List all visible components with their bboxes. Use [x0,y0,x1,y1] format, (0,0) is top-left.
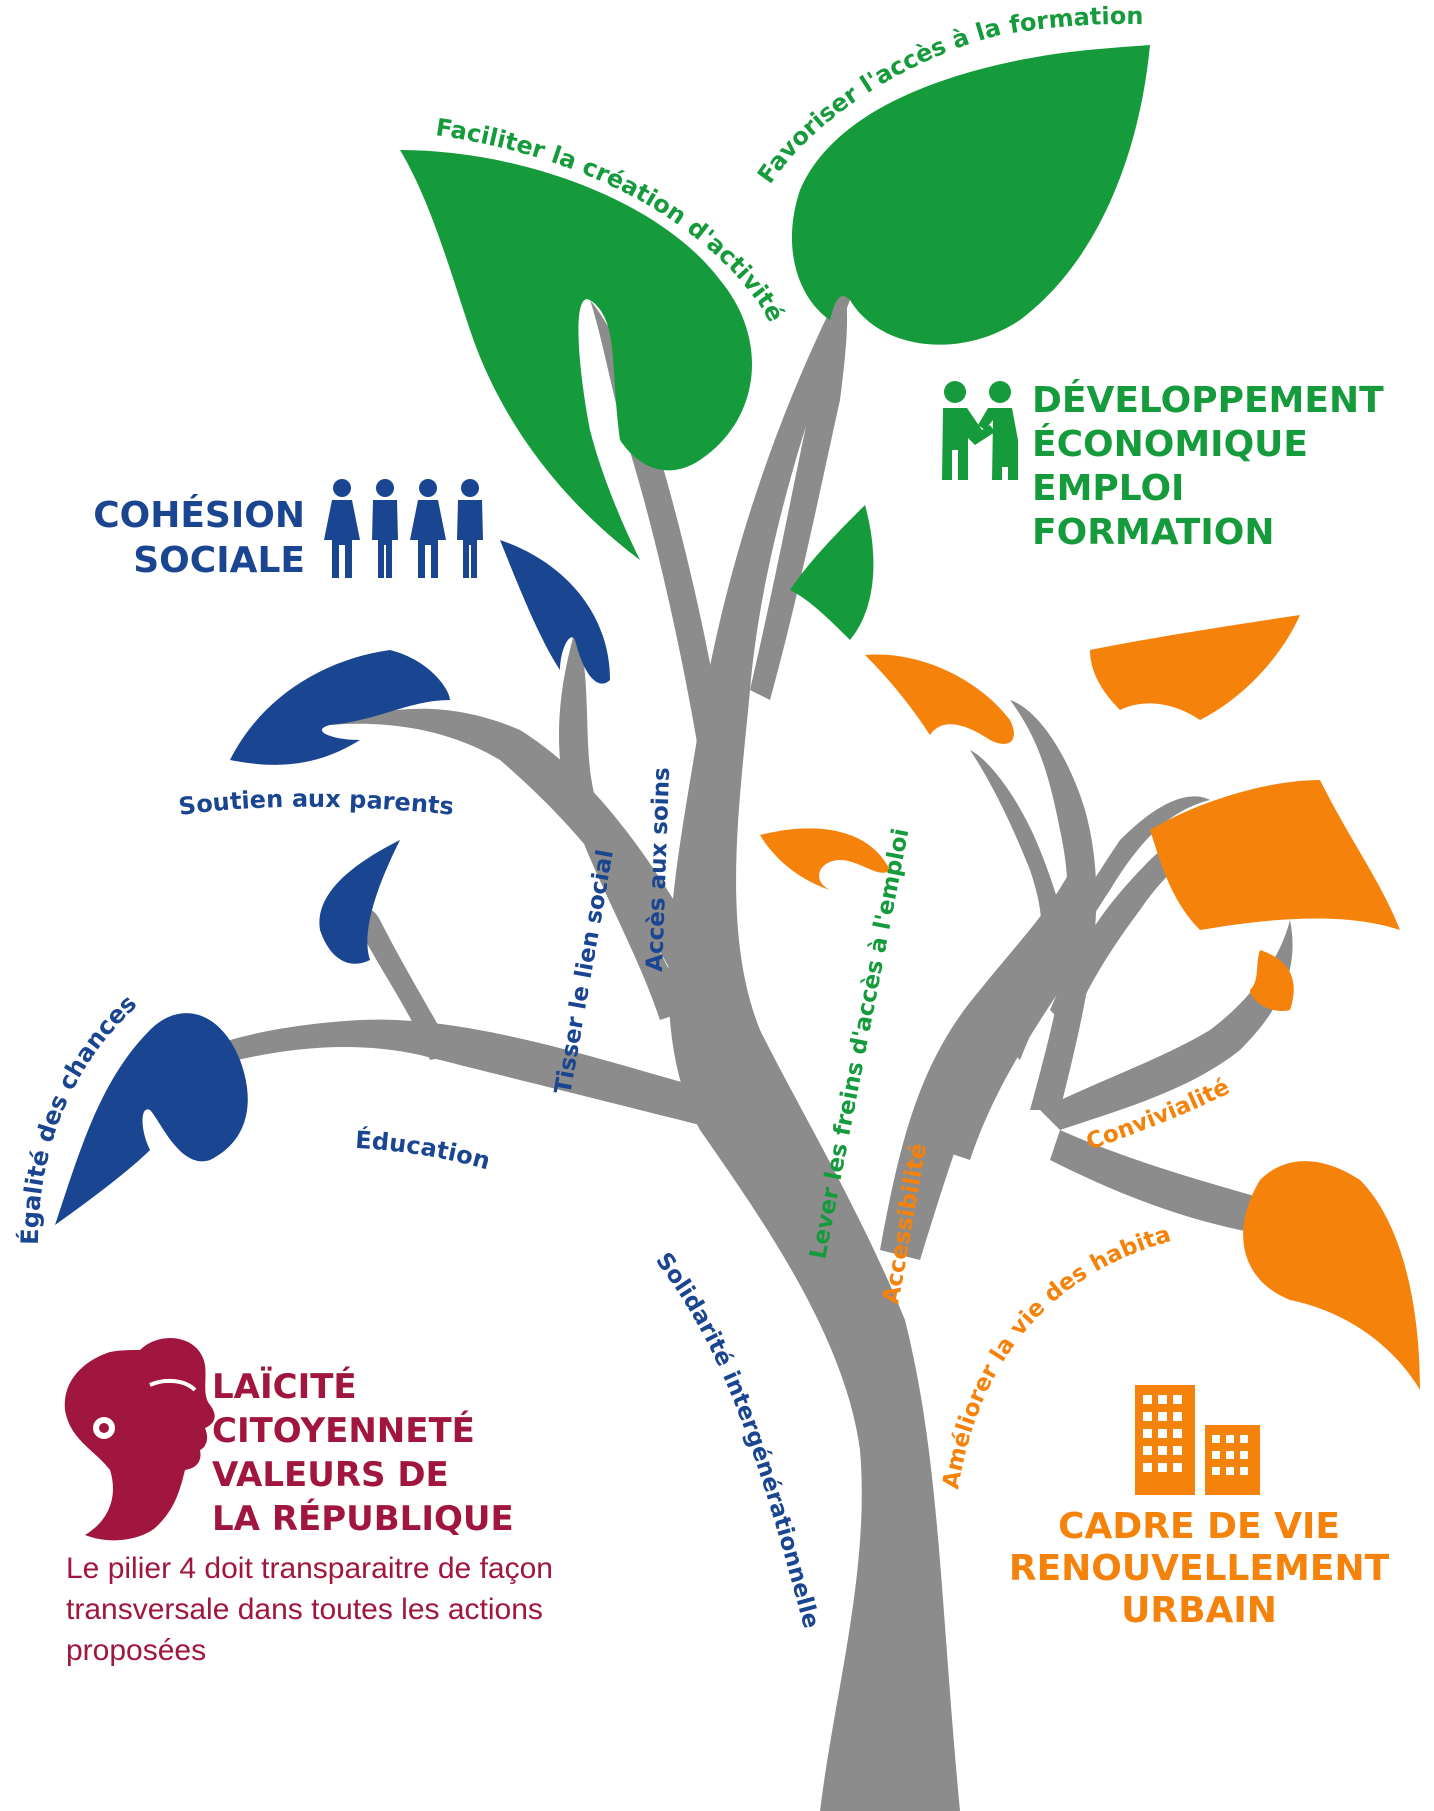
pillar-economic-line-2: ÉCONOMIQUE [1032,423,1308,465]
pillar-republic-line-4: LA RÉPUBLIQUE [212,1498,514,1539]
buildings-icon [1135,1385,1260,1495]
marianne-icon [64,1338,215,1541]
blue-leaf-tisser [500,540,610,684]
people-group-icon [324,479,483,578]
pillar-economic-line-3: EMPLOI [1032,468,1184,509]
blue-leaves [55,540,610,1225]
pillar-republic-line-1: LAÏCITÉ [212,1366,357,1407]
pillar-economic-line-4: FORMATION [1032,512,1275,553]
orange-leaf-4 [1150,780,1400,930]
green-leaf-right [791,45,1150,345]
pillar-social-line-1: COHÉSION [93,494,305,536]
orange-leaf-1 [760,828,890,890]
pillar-social: COHÉSION SOCIALE [93,479,483,581]
pillar-economic-line-1: DÉVELOPPEMENT [1032,379,1384,421]
pillar-social-line-2: SOCIALE [133,540,305,581]
pillar-living-line-2: RENOUVELLEMENT [1009,1548,1390,1589]
green-leaf-left [400,150,753,560]
pillar-republic-line-2: CITOYENNETÉ [212,1410,475,1451]
blue-leaf-soutien [230,650,450,765]
handshake-icon [942,381,1018,480]
pillar-republic-line-3: VALEURS DE [212,1455,449,1495]
label-education: Éducation [354,1125,493,1175]
label-solidarite: Solidarité intergénérationnelle [650,1248,824,1631]
orange-leaf-3 [1090,615,1300,720]
label-soutien: Soutien aux parents [177,785,455,821]
blue-leaf-egalite [55,1013,248,1225]
pillar-republic: LAÏCITÉ CITOYENNETÉ VALEURS DE LA RÉPUBL… [64,1338,514,1541]
orange-leaf-6 [1243,1161,1420,1390]
pillar-economic: DÉVELOPPEMENT ÉCONOMIQUE EMPLOI FORMATIO… [942,379,1384,553]
green-leaves [400,45,1150,640]
orange-leaf-5 [1250,950,1294,1011]
orange-leaves [760,615,1420,1390]
green-leaf-small [790,505,874,640]
blue-leaf-education [319,840,400,964]
pillar-living-line-1: CADRE DE VIE [1058,1506,1340,1547]
pillar-living: CADRE DE VIE RENOUVELLEMENT URBAIN [1009,1385,1390,1631]
pillar-republic-caption: Le pilier 4 doit transparaitre de façon … [66,1552,553,1667]
pillar-living-line-3: URBAIN [1121,1590,1277,1631]
orange-leaf-2 [865,654,1014,744]
